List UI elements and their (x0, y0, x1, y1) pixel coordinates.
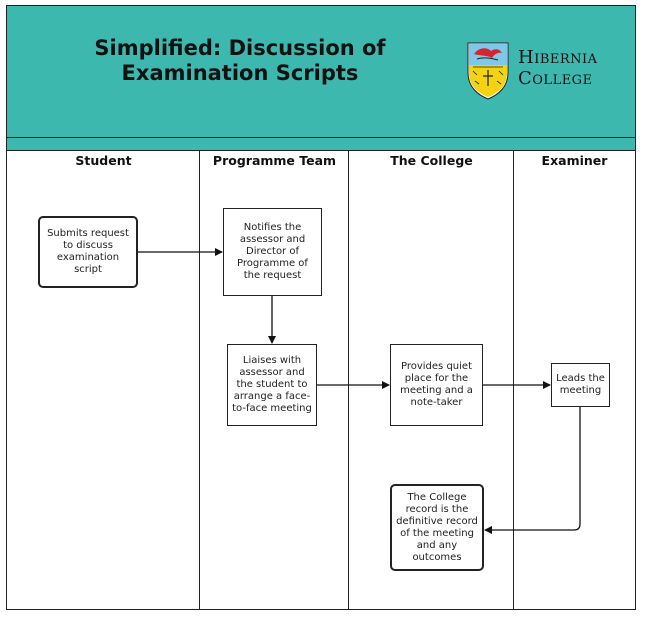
lane-header-examiner: Examiner (541, 153, 608, 168)
college-logo-text: Hibernia College (518, 47, 598, 89)
step-notify-assessor: Notifies the assessor and Director of Pr… (223, 208, 322, 296)
title-line-2: Examination Scripts (121, 61, 359, 85)
header-banner (7, 6, 635, 137)
title-line-1: Simplified: Discussion of (94, 36, 386, 60)
diagram-title: Simplified: Discussion of Examination Sc… (60, 36, 420, 86)
diagram-frame (6, 5, 636, 610)
lane-divider-3 (513, 151, 514, 610)
arrow-lead-to-record (484, 407, 581, 534)
header-strip (7, 137, 635, 151)
logo-word-2: College (518, 68, 593, 89)
step-college-record: The College record is the definitive rec… (390, 484, 484, 571)
lane-header-the-college: The College (390, 153, 473, 168)
lane-divider-2 (348, 151, 349, 610)
step-lead-meeting: Leads the meeting (551, 363, 610, 407)
lane-header-programme-team: Programme Team (212, 153, 337, 168)
step-submit-request: Submits request to discuss examination s… (38, 216, 138, 288)
logo-word-1: Hibernia (518, 47, 598, 68)
lane-divider-1 (199, 151, 200, 610)
lane-header-student: Student (75, 153, 132, 168)
college-crest-icon (467, 42, 509, 100)
step-liaise-meeting: Liaises with assessor and the student to… (227, 344, 317, 426)
step-provide-place: Provides quiet place for the meeting and… (390, 344, 483, 426)
